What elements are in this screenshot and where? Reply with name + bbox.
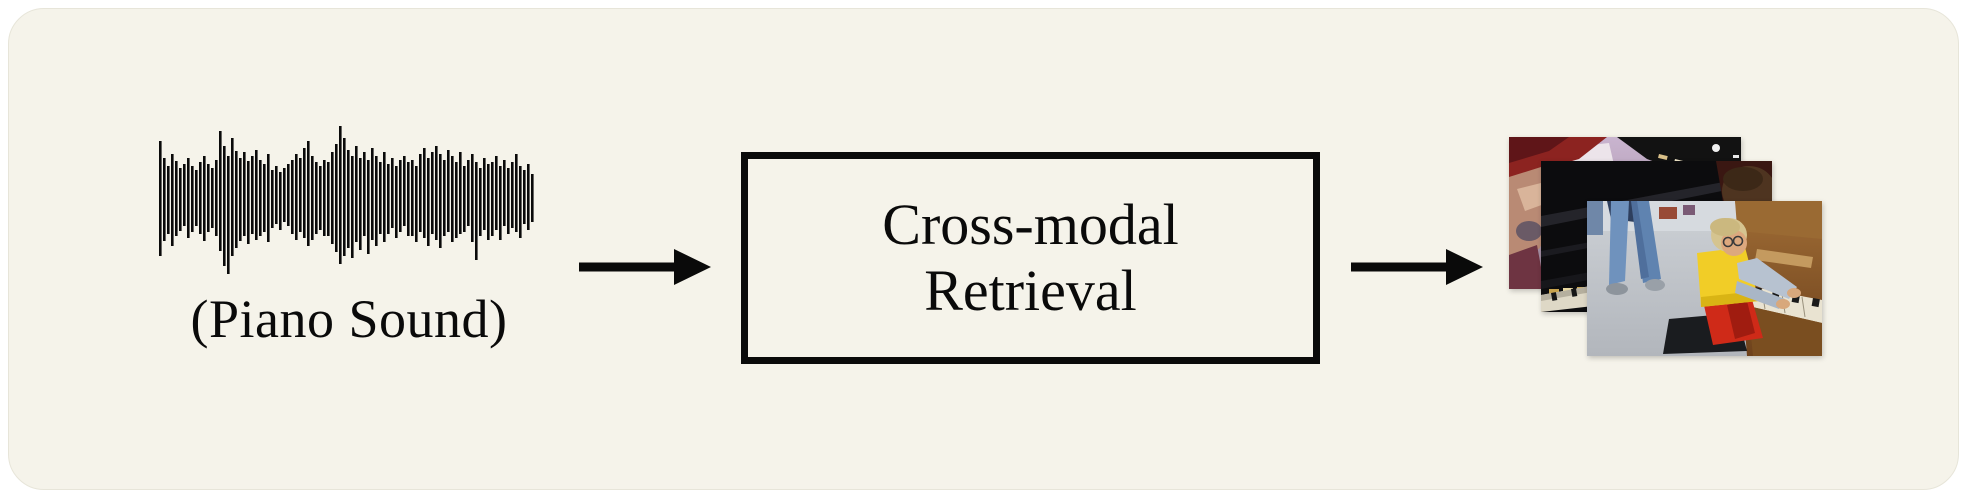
- cross-modal-retrieval-box: Cross-modal Retrieval: [741, 152, 1320, 364]
- arrow-right-icon: [1351, 249, 1483, 285]
- input-caption: (Piano Sound): [190, 289, 508, 349]
- figure-panel: (Piano Sound) Cross-modal Retrieval: [8, 8, 1959, 490]
- retrieved-photo-front: [1587, 201, 1822, 356]
- retrieved-photo-stack: [1509, 137, 1824, 357]
- boy-player: [1697, 218, 1801, 345]
- arrow-right-icon: [579, 249, 711, 285]
- process-box-line2: Retrieval: [924, 258, 1137, 323]
- process-box-line1: Cross-modal: [882, 191, 1179, 257]
- piano-sound-waveform: [159, 114, 535, 278]
- audio-waveform-icon: [159, 126, 534, 274]
- photo-boy-street-piano: [1587, 201, 1822, 356]
- standing-person-jeans: [1606, 201, 1665, 295]
